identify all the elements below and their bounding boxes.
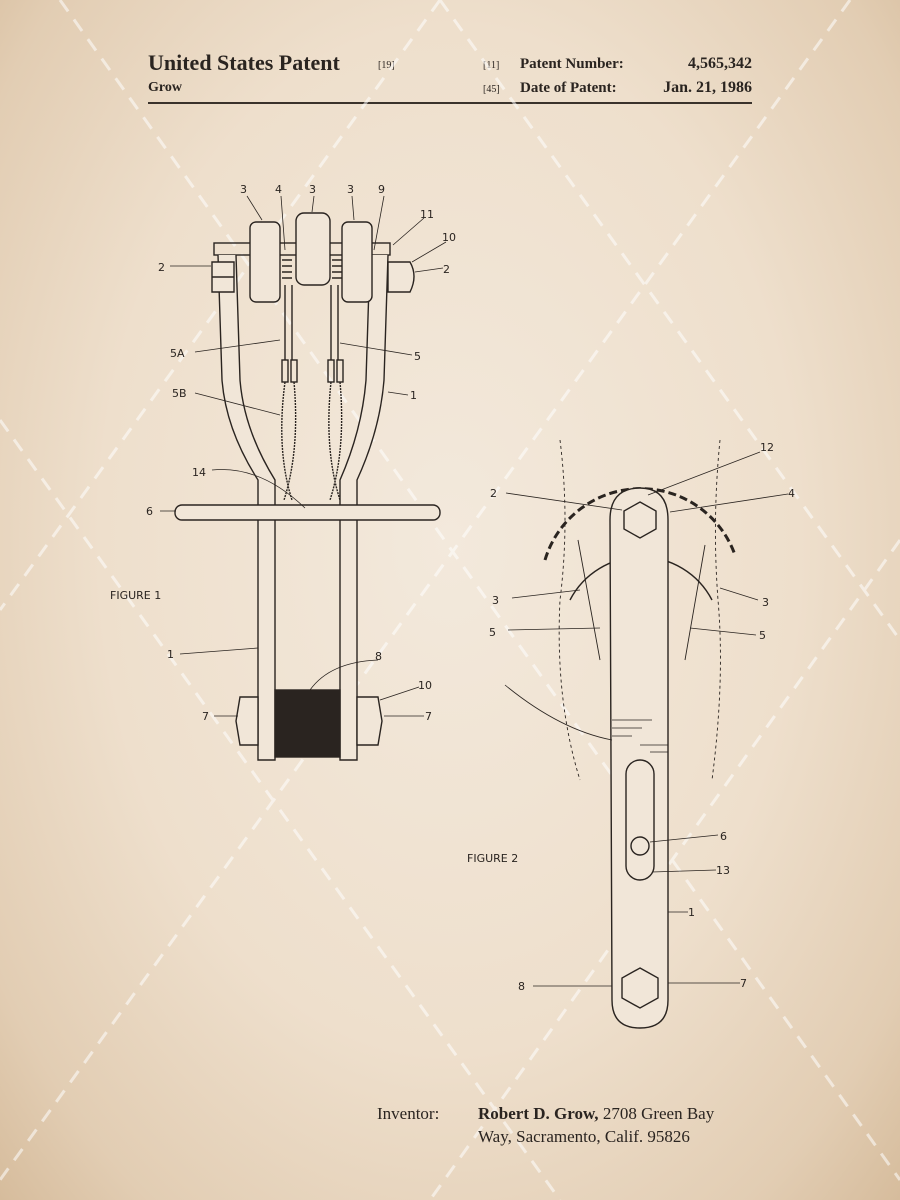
center-spool — [295, 212, 331, 286]
patent-date: Jan. 21, 1986 — [663, 79, 752, 96]
bottom-left-bolt — [235, 696, 259, 746]
number-ref: [11] — [483, 60, 500, 71]
left-arm — [217, 254, 276, 761]
fig2-label: 4 — [788, 487, 795, 500]
fig2-leaders — [504, 451, 789, 987]
fig2-label: 13 — [716, 864, 730, 877]
title-ref: [19] — [378, 60, 395, 71]
fig2-label: 6 — [720, 830, 727, 843]
fig1-label: 2 — [158, 261, 165, 274]
fig1-label: 2 — [443, 263, 450, 276]
fig1-label: 3 — [240, 183, 247, 196]
patent-title: United States Patent — [148, 50, 340, 75]
fig1-label: 10 — [442, 231, 456, 244]
fig1-label: 5A — [170, 347, 185, 360]
fig1-leaders — [160, 195, 447, 717]
slot — [625, 759, 655, 881]
patent-number-label: Patent Number: — [520, 56, 624, 72]
fig1-label: 3 — [347, 183, 354, 196]
figure-1-caption: FIGURE 1 — [110, 589, 161, 602]
bottom-right-bolt — [356, 696, 383, 746]
chain — [558, 439, 721, 781]
fig1-label: 7 — [425, 710, 432, 723]
fig1-label: 1 — [167, 648, 174, 661]
fig1-label: 6 — [146, 505, 153, 518]
header-rule — [148, 102, 752, 104]
fig1-label: 4 — [275, 183, 282, 196]
date-label: Date of Patent: — [520, 80, 617, 96]
inventor-label: Inventor: — [377, 1104, 440, 1123]
pin — [630, 836, 650, 856]
fig1-label: 5 — [414, 350, 421, 363]
fig1-label: 5B — [172, 387, 187, 400]
figure-1: 3 4 3 3 9 11 10 2 2 5A 5 5B 1 14 6 1 8 1… — [110, 183, 456, 761]
fig2-label: 1 — [688, 906, 695, 919]
right-bolt — [387, 261, 415, 293]
fig2-label: 2 — [490, 487, 497, 500]
date-ref: [45] — [483, 84, 500, 95]
inventor-line-1: Robert D. Grow, 2708 Green Bay — [478, 1104, 714, 1124]
figure-2-caption: FIGURE 2 — [467, 852, 518, 865]
fig1-label: 9 — [378, 183, 385, 196]
fig1-label: 3 — [309, 183, 316, 196]
left-spool — [249, 221, 281, 303]
crossbar — [174, 504, 441, 521]
bottom-hex-bolt — [621, 967, 659, 1009]
figure-2: 12 2 4 3 3 5 5 6 13 1 8 7 FIGURE 2 — [467, 439, 795, 1029]
black-block — [274, 689, 341, 758]
top-hex-bolt — [623, 501, 657, 539]
inventor-address-2: Way, Sacramento, Calif. 95826 — [478, 1127, 690, 1146]
fig1-label: 10 — [418, 679, 432, 692]
fig2-label: 3 — [492, 594, 499, 607]
fig1-label: 11 — [420, 208, 434, 221]
fig2-label: 5 — [759, 629, 766, 642]
inventor-short: Grow — [148, 80, 182, 95]
patent-number: 4,565,342 — [688, 55, 752, 72]
fig2-label: 8 — [518, 980, 525, 993]
fig2-label: 5 — [489, 626, 496, 639]
fig1-label: 8 — [375, 650, 382, 663]
right-spool — [341, 221, 373, 303]
crank-arm — [609, 487, 669, 1029]
left-bolt — [211, 261, 235, 293]
fig1-label: 1 — [410, 389, 417, 402]
fig2-label: 12 — [760, 441, 774, 454]
inventor-name: Robert D. Grow, — [478, 1104, 599, 1123]
fig1-label: 14 — [192, 466, 206, 479]
fig2-label: 3 — [762, 596, 769, 609]
right-arm — [339, 254, 389, 761]
fig2-label: 7 — [740, 977, 747, 990]
inventor-address-1: 2708 Green Bay — [598, 1104, 715, 1123]
fig1-label: 7 — [202, 710, 209, 723]
